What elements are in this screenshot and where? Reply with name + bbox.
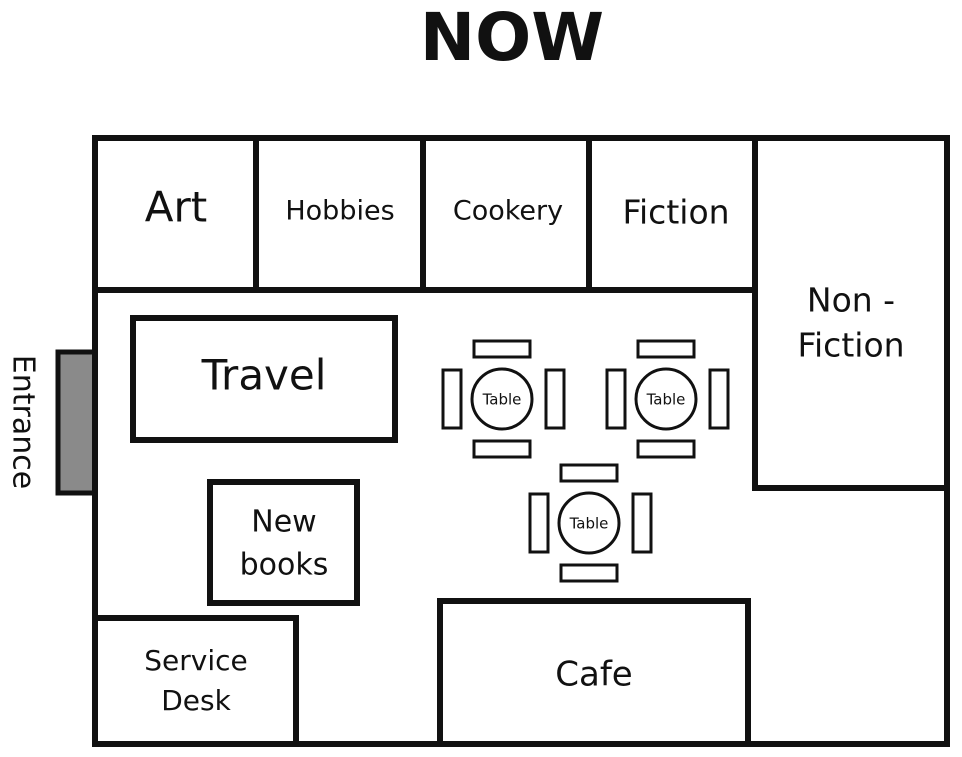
fiction-section: Fiction: [622, 193, 729, 232]
travel-label: Travel: [201, 351, 327, 400]
service-desk: [92, 615, 299, 747]
art-section: Art: [145, 183, 207, 232]
non-fiction-label: Fiction: [797, 326, 904, 365]
table: [470, 367, 534, 431]
chair: [544, 368, 566, 430]
chair: [559, 463, 619, 483]
service-desk-label: Service: [144, 644, 247, 677]
table-group: Table: [441, 339, 566, 459]
chair: [528, 492, 550, 554]
cafe-section: [437, 598, 751, 747]
chair: [636, 339, 696, 359]
table-group: Table: [528, 463, 653, 583]
chair: [708, 368, 730, 430]
non-fiction-label: Non -: [807, 281, 895, 320]
new-books-label: books: [240, 548, 329, 583]
cafe-label: Cafe: [555, 655, 632, 695]
entrance-label: Entrance: [6, 355, 41, 489]
cookery-section: Cookery: [453, 196, 563, 227]
chair: [605, 368, 627, 430]
hobbies-section: Hobbies: [285, 196, 394, 227]
table-label: Table: [569, 515, 609, 533]
table: [634, 367, 698, 431]
chair: [472, 439, 532, 459]
table-label: Table: [646, 391, 686, 409]
chair: [636, 439, 696, 459]
entrance-door: [55, 349, 98, 496]
plan-title: NOW: [420, 0, 604, 76]
chair: [559, 563, 619, 583]
new-books-label: New: [251, 505, 316, 540]
travel-section: [130, 315, 398, 443]
table-label: Table: [482, 391, 522, 409]
new-books-section: [207, 479, 360, 606]
table: [557, 491, 621, 555]
chair: [472, 339, 532, 359]
chair: [631, 492, 653, 554]
table-group: Table: [605, 339, 730, 459]
service-desk-label: Desk: [161, 684, 231, 717]
chair: [441, 368, 463, 430]
non-fiction-section: [752, 135, 950, 491]
